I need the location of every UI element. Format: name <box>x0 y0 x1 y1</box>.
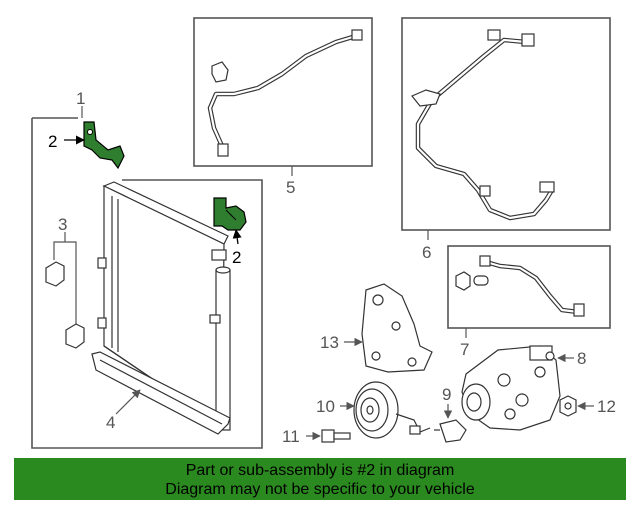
callout-10: 10 <box>316 397 335 416</box>
callout-3: 3 <box>58 215 67 234</box>
callout-2b: 2 <box>232 248 241 267</box>
callout-6: 6 <box>422 243 431 262</box>
hose-5-group: 5 <box>193 17 373 197</box>
part-5-hose <box>207 29 363 157</box>
callout-13: 13 <box>320 333 339 352</box>
banner-line-2: Diagram may not be specific to your vehi… <box>165 481 475 498</box>
part-3-receiver-bracket <box>45 232 85 349</box>
hose-6-group: 6 <box>401 17 611 262</box>
info-banner: Part or sub-assembly is #2 in diagram Di… <box>14 458 626 500</box>
part-12-nut <box>559 395 577 417</box>
part-6-hose <box>411 29 555 221</box>
condenser-assembly-box <box>31 117 263 449</box>
part-11-bolt <box>321 429 351 443</box>
pipe-7-box <box>447 245 611 329</box>
callout-7: 7 <box>460 340 469 359</box>
condenser-core <box>97 181 231 431</box>
banner-line-1: Part or sub-assembly is #2 in diagram <box>185 462 455 479</box>
part-4-lower-seal <box>91 351 231 435</box>
pipe-7-group: 7 <box>447 245 611 359</box>
callout-4-leader <box>115 389 141 415</box>
callout-5: 5 <box>286 178 295 197</box>
part-9-switch <box>434 419 467 443</box>
callout-1: 1 <box>76 89 85 108</box>
part-13-compressor-bracket <box>361 283 433 373</box>
part-2-bracket-right <box>213 197 247 231</box>
part-2-bracket-left <box>83 121 125 170</box>
hose-5-box <box>193 17 373 167</box>
part-7-pipe <box>455 255 585 317</box>
hose-6-box <box>401 17 611 231</box>
callout-12: 12 <box>597 397 616 416</box>
callout-4: 4 <box>106 413 115 432</box>
part-10-clutch-pulley <box>353 381 431 439</box>
callout-2b-leader <box>232 229 242 245</box>
callout-11: 11 <box>282 427 300 446</box>
part-8-compressor <box>461 345 561 431</box>
callout-2a: 2 <box>48 132 57 151</box>
callout-9: 9 <box>442 385 451 404</box>
condenser-assembly-group: 1 3 4 <box>31 89 263 449</box>
callout-8: 8 <box>577 349 586 368</box>
